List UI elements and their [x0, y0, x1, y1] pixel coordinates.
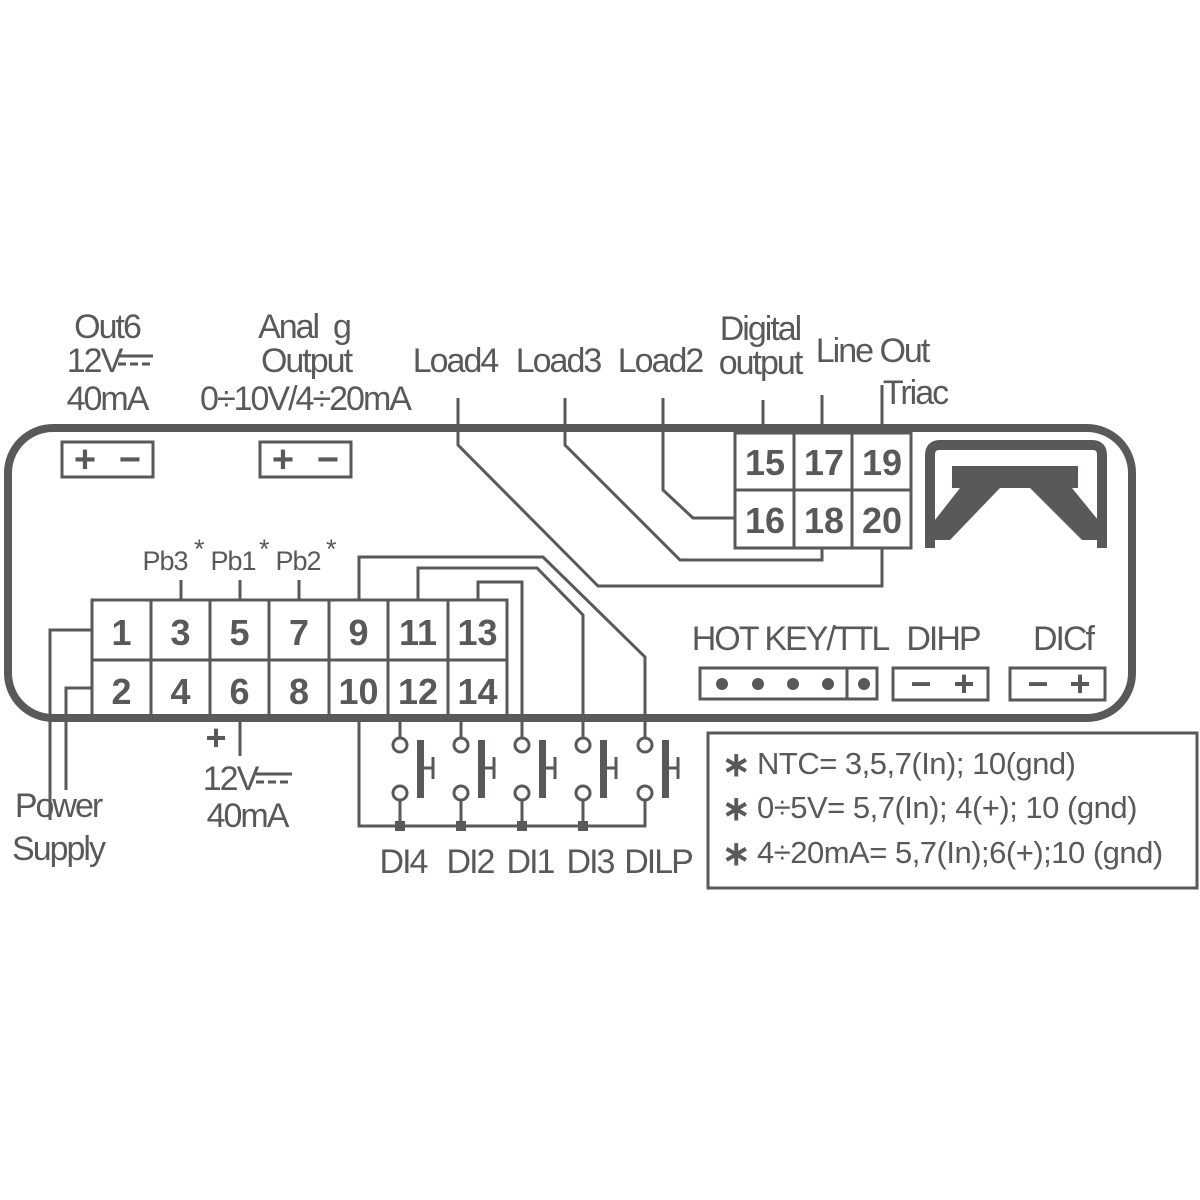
note-ntc: NTC= 3,5,7(In); 10(gnd): [757, 746, 1075, 781]
power-supply-wires: Power Supply: [12, 628, 108, 868]
push-button-switch-icon: [391, 736, 435, 831]
terminal-11: 11: [399, 612, 437, 653]
terminal-17: 17: [804, 442, 844, 483]
out6-title: Out6: [74, 308, 141, 346]
aux-voltage: 12V: [203, 760, 260, 798]
digital-output-label-2: output: [719, 344, 804, 382]
plus-sign: +: [74, 439, 96, 481]
terminal-16: 16: [745, 500, 785, 541]
analog-line1: Anal g: [258, 308, 350, 346]
dicf-connector: DICf − +: [1008, 620, 1107, 704]
pb3-label: Pb3: [142, 546, 187, 576]
controller-housing: [4, 424, 1136, 722]
note-star: ∗: [722, 746, 750, 784]
minus-sign: −: [317, 439, 339, 481]
di-label-di4: DI4: [380, 843, 428, 881]
terminal-12: 12: [398, 671, 438, 712]
minus-sign: −: [1027, 663, 1048, 704]
probe-labels: Pb3 * Pb1 * Pb2 *: [142, 534, 338, 600]
note-star: ∗: [722, 835, 750, 873]
di-label-di1: DI1: [507, 843, 555, 881]
load3-label: Load3: [516, 342, 602, 380]
terminal-18: 18: [804, 500, 844, 541]
note-voltage: 0÷5V= 5,7(In); 4(+); 10 (gnd): [757, 790, 1137, 825]
terminal-1: 1: [111, 612, 131, 653]
push-button-switch-icon: [636, 736, 680, 802]
digital-input-wires: [357, 555, 647, 828]
terminal-10: 10: [338, 671, 378, 712]
terminal-13: 13: [457, 612, 497, 653]
pb2-star: *: [326, 534, 337, 564]
supply-label: Supply: [12, 830, 106, 868]
dicf-label: DICf: [1033, 620, 1096, 658]
power-label: Power: [15, 787, 103, 825]
note-current: 4÷20mA= 5,7(In);6(+);10 (gnd): [757, 835, 1163, 870]
analog-output-connector: + −: [258, 439, 353, 481]
di-label-di2: DI2: [447, 843, 495, 881]
digital-input-switches: [391, 736, 680, 831]
dc-symbol-icon: [118, 354, 153, 366]
di-label-di3: DI3: [567, 843, 615, 881]
terminal-6: 6: [229, 671, 249, 712]
terminal-8: 8: [289, 671, 309, 712]
notes-box: ∗ NTC= 3,5,7(In); 10(gnd) ∗ 0÷5V= 5,7(In…: [706, 731, 1199, 890]
junction-dot: [578, 821, 588, 831]
terminal-14: 14: [457, 671, 497, 712]
terminal-19: 19: [862, 442, 902, 483]
pb3-star: *: [194, 534, 205, 564]
load2-label: Load2: [618, 342, 704, 380]
plus-sign: +: [953, 663, 974, 704]
di-label-dilp: DILP: [624, 843, 692, 881]
analog-output-label: Anal g Output 0÷10V/4÷20mA: [200, 308, 414, 418]
terminal-2: 2: [111, 671, 131, 712]
triac-label: Triac: [883, 374, 949, 412]
relay-wires: [456, 385, 884, 588]
out6-connector: + −: [60, 439, 155, 481]
push-button-switch-icon: [574, 736, 618, 831]
terminal-3: 3: [170, 612, 190, 653]
minus-sign: −: [910, 663, 931, 704]
plus-sign: +: [1069, 663, 1090, 704]
relay-terminal-block: 15 17 19 16 18 20: [733, 431, 913, 550]
dihp-connector: DIHP − +: [891, 620, 990, 704]
analog-range: 0÷10V/4÷20mA: [200, 380, 412, 418]
terminal-4: 4: [170, 671, 190, 712]
analog-line2: Output: [261, 342, 354, 380]
out6-current: 40mA: [67, 380, 150, 418]
pb2-label: Pb2: [275, 546, 320, 576]
aux-current: 40mA: [207, 797, 290, 835]
terminal-5: 5: [229, 612, 249, 653]
terminal-15: 15: [745, 442, 785, 483]
push-button-switch-icon: [452, 736, 496, 831]
note-star: ∗: [722, 790, 750, 828]
hot-key-label: HOT KEY/TTL: [692, 620, 890, 658]
plus-sign: +: [272, 439, 294, 481]
dihp-label: DIHP: [906, 620, 980, 658]
terminal-9: 9: [348, 612, 368, 653]
out6-label: Out6 12V 40mA: [67, 308, 153, 418]
aux-supply: + 12V 40mA: [203, 717, 292, 835]
load4-label: Load4: [413, 342, 499, 380]
terminal-7: 7: [289, 612, 309, 653]
terminal-20: 20: [862, 500, 902, 541]
digital-output-label-1: Digital: [720, 310, 801, 348]
junction-dot: [517, 821, 527, 831]
pb1-star: *: [259, 534, 270, 564]
push-button-switch-icon: [513, 736, 557, 831]
line-out-label: Line Out: [816, 332, 931, 370]
pb1-label: Pb1: [210, 546, 255, 576]
out6-voltage: 12V: [67, 342, 124, 380]
aux-plus: +: [205, 717, 226, 758]
junction-dot: [456, 821, 466, 831]
minus-sign: −: [119, 439, 141, 481]
hot-key-connector[interactable]: HOT KEY/TTL: [692, 620, 891, 701]
dc-symbol-icon: [256, 772, 292, 784]
brand-logo-icon: [925, 440, 1107, 548]
junction-dot: [395, 821, 405, 831]
